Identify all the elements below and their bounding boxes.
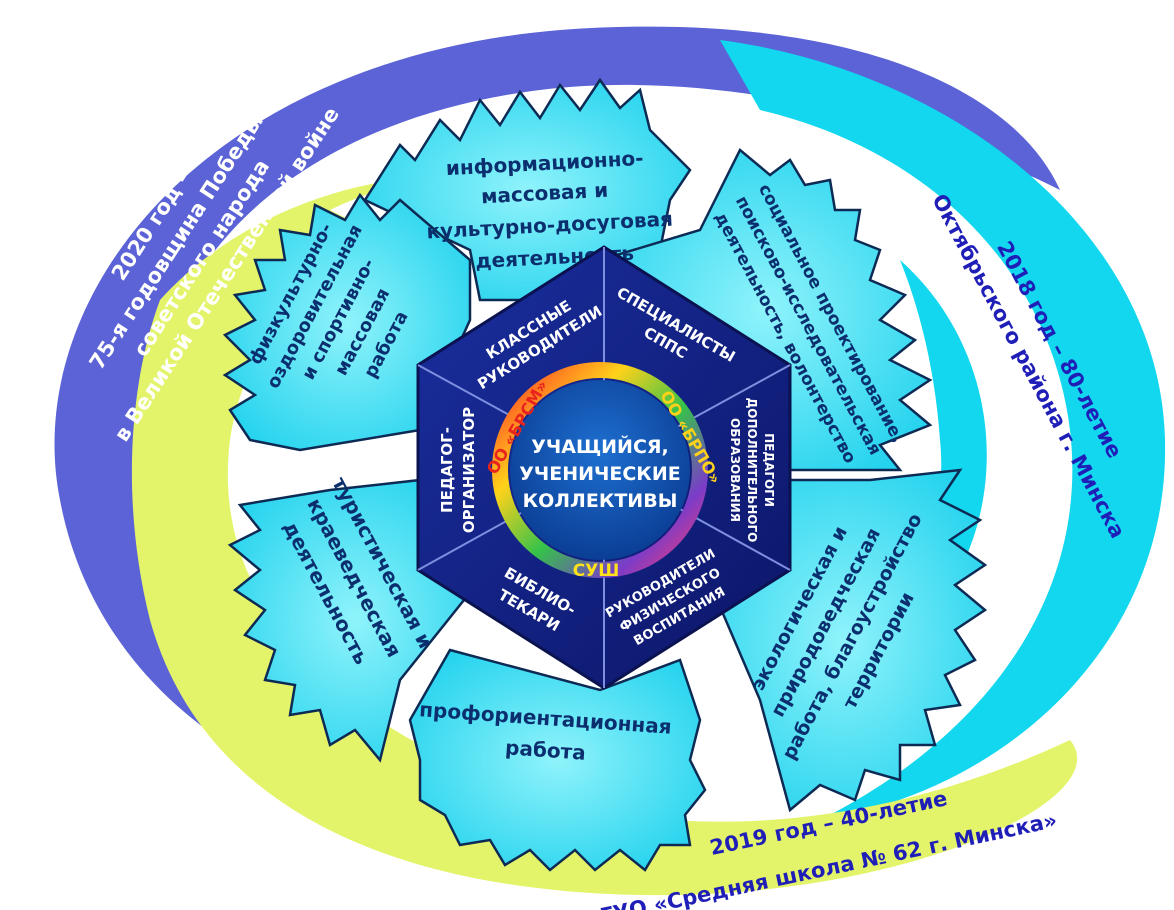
center-line3: КОЛЛЕКТИВЫ: [523, 490, 678, 512]
center-line1: УЧАЩИЙСЯ,: [531, 435, 669, 458]
petal-top: [363, 77, 692, 302]
hex-text-right: ПЕДАГОГИ ДОПОЛНИТЕЛЬНОГО ОБРАЗОВАНИЯ: [728, 398, 776, 543]
center-line2: УЧЕНИЧЕСКИЕ: [519, 463, 680, 485]
hex-r-line1: ПЕДАГОГИ: [762, 433, 776, 507]
hex-r-line2: ДОПОЛНИТЕЛЬНОГО: [745, 398, 759, 543]
petal-bottom-line2: работа: [504, 735, 586, 765]
hex-l-line1: ПЕДАГОГ-: [438, 427, 456, 513]
cyan-band: [720, 40, 1166, 820]
cyan-inner-swirl: [800, 260, 987, 730]
hex-l-line2: ОРГАНИЗАТОР: [460, 407, 478, 533]
petal-upper-left: [222, 192, 472, 452]
center-circle: [510, 380, 690, 560]
petal-bottom: [408, 648, 707, 872]
org-sush-label: СУШ: [573, 561, 620, 581]
center-hub: УЧАЩИЙСЯ, УЧЕНИЧЕСКИЕ КОЛЛЕКТИВЫ: [492, 362, 708, 578]
petal-upper-right: [598, 148, 933, 472]
hex-text-left: ПЕДАГОГ- ОРГАНИЗАТОР: [438, 407, 478, 533]
outer-purple-band: [54, 26, 1061, 821]
center-ring: [492, 362, 708, 578]
hex-r-line3: ОБРАЗОВАНИЯ: [728, 418, 742, 522]
